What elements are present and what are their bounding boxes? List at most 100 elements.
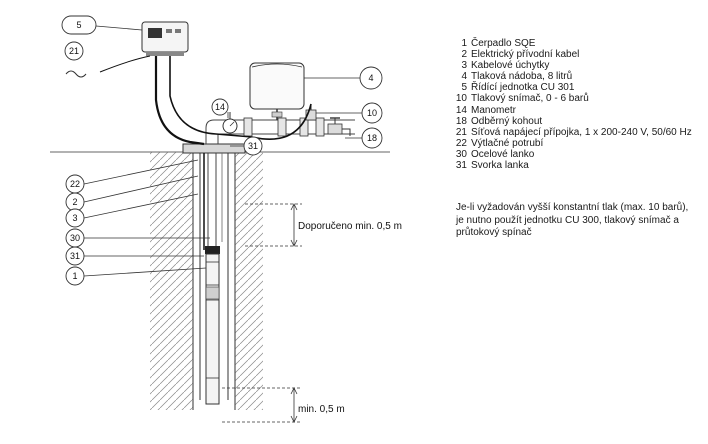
pipe-fitting-2 <box>277 117 287 137</box>
note: Je-li vyžadován vyšší konstantní tlak (m… <box>456 202 696 240</box>
dim-lower-arrow-top <box>290 387 298 395</box>
callout-14: 14 <box>215 102 225 112</box>
callout-31-top-circle <box>243 136 263 156</box>
legend-item-label: Elektrický přívodní kabel <box>471 49 580 61</box>
leader-2 <box>83 175 199 203</box>
callout-14-circle <box>211 98 229 116</box>
discharge-pipe-elbow <box>205 119 355 144</box>
leader-22 <box>83 159 199 185</box>
callout-4: 4 <box>368 73 373 83</box>
well-head-cap <box>182 143 246 154</box>
dim-upper-arrow-bottom <box>290 239 298 247</box>
callout-31-top: 31 <box>248 141 258 151</box>
leader-5 <box>95 25 143 31</box>
legend-item: 30 Ocelové lanko <box>452 149 692 160</box>
legend-item-label: Kabelové úchytky <box>471 60 550 72</box>
legend-item-number: 18 <box>455 115 467 127</box>
dim-upper-label: Doporučeno min. 0,5 m <box>298 221 402 232</box>
legend-item-number: 4 <box>461 71 467 83</box>
tap-spout <box>342 128 351 136</box>
legend-item-label: Ocelové lanko <box>471 148 535 160</box>
callout-10-circle <box>361 102 383 124</box>
legend-item-label: Odběrný kohout <box>471 115 543 127</box>
tap-body <box>327 123 343 135</box>
dim-lower-label: min. 0,5 m <box>298 404 345 415</box>
legend-item-number: 3 <box>461 60 467 72</box>
legend-item-number: 1 <box>461 38 467 49</box>
legend-item: 22 Výtlačné potrubí <box>452 138 692 149</box>
ground-soil <box>50 151 390 410</box>
callout-18-circle <box>361 127 383 149</box>
control-unit-base <box>146 52 184 56</box>
pump-sqe <box>205 246 220 405</box>
legend-item: 21 Síťová napájecí přípojka, 1 x 200-240 … <box>452 127 692 138</box>
note-line: Je-li vyžadován vyšší konstantní tlak (m… <box>456 202 689 213</box>
callout-18: 18 <box>367 133 377 143</box>
legend-item: 10 Tlakový snímač, 0 - 6 barů <box>452 93 692 104</box>
power-cable-to-well <box>154 56 205 146</box>
note-line: je nutno použít jednotku CU 300, tlakový… <box>456 214 679 226</box>
well-casing <box>182 143 246 400</box>
control-unit-cu301 <box>141 21 189 56</box>
callout-30: 30 <box>70 233 80 243</box>
callouts <box>61 15 383 286</box>
soil-right <box>235 152 263 410</box>
legend-item-number: 30 <box>455 148 467 160</box>
legend-item-label: Tlaková nádoba, 8 litrů <box>471 71 573 83</box>
legend-item-label: Tlakový snímač, 0 - 6 barů <box>471 93 589 105</box>
legend-item-number: 10 <box>455 93 467 105</box>
callout-10: 10 <box>367 108 377 118</box>
legend-item-label: Řídící jednotka CU 301 <box>471 82 575 94</box>
legend-item-label: Manometr <box>471 104 517 116</box>
legend-item-number: 22 <box>455 137 467 149</box>
callout-31: 31 <box>70 251 80 261</box>
legend-item-number: 21 <box>455 126 467 138</box>
control-unit-display <box>148 28 162 38</box>
pressure-tank <box>249 62 305 120</box>
callout-21-circle <box>64 41 84 61</box>
callout-21: 21 <box>69 46 79 56</box>
callout-3: 3 <box>72 213 77 223</box>
note-line: průtokový spínač <box>456 227 532 238</box>
legend-item: 5 Řídící jednotka CU 301 <box>452 82 692 93</box>
supply-cable <box>99 55 151 73</box>
pipe-fitting-4 <box>315 117 325 137</box>
pump-top-connection <box>205 246 220 254</box>
callout-numbers: 5 21 4 14 10 18 31 22 2 3 30 31 1 <box>69 20 377 281</box>
leader-3 <box>83 193 199 219</box>
legend-item-number: 2 <box>461 49 467 61</box>
manometer <box>222 112 238 134</box>
legend-item-label: Svorka lanka <box>471 160 529 172</box>
legend-item-label: Výtlačné potrubí <box>471 137 544 149</box>
control-unit-button-1 <box>166 29 172 33</box>
soil-left <box>150 152 193 410</box>
mains-symbol <box>65 70 87 78</box>
callout-leaders <box>83 25 362 277</box>
dim-upper-arrow-top <box>290 203 298 211</box>
callout-5: 5 <box>76 20 81 30</box>
legend-item-number: 5 <box>461 82 467 94</box>
dimension-lower <box>222 387 302 423</box>
control-unit-button-2 <box>175 29 181 33</box>
sensor-cable <box>169 56 312 140</box>
legend-item: 2 Elektrický přívodní kabel <box>452 49 692 60</box>
drain-tap <box>327 117 351 136</box>
pump-inlet-screen <box>205 286 220 300</box>
cables <box>99 55 312 146</box>
dim-lower-arrow-bottom <box>290 415 298 423</box>
callout-1-circle <box>65 266 85 286</box>
legend-item-number: 31 <box>455 160 467 172</box>
legend-item-number: 14 <box>455 104 467 116</box>
legend-item-label: Síťová napájecí přípojka, 1 x 200-240 V,… <box>471 126 692 138</box>
callout-31-circle <box>65 246 85 266</box>
callout-5-box <box>61 15 97 35</box>
pump-body <box>205 253 220 405</box>
leader-1 <box>83 267 207 277</box>
tank-body <box>249 62 305 110</box>
legend-item: 4 Tlaková nádoba, 8 litrů <box>452 71 692 82</box>
callout-3-circle <box>65 208 85 228</box>
legend-item: 14 Manometr <box>452 105 692 116</box>
